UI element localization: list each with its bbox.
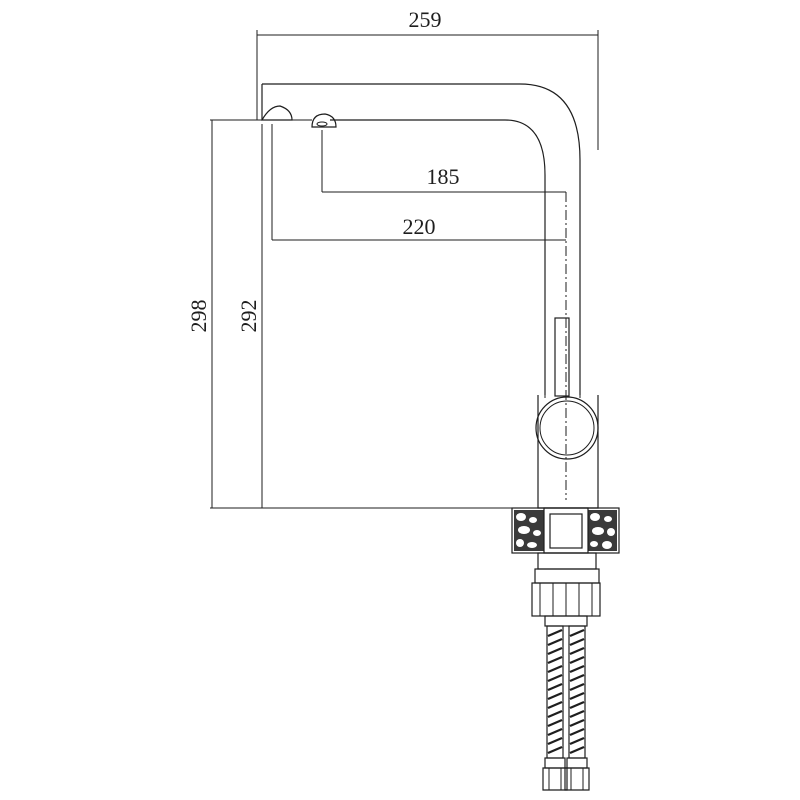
lever-knob (535, 396, 599, 460)
dim-heights: 298 292 (186, 119, 512, 509)
braid-strand (547, 727, 563, 737)
dim-reach-185: 185 (321, 130, 567, 500)
braid-strand (547, 745, 563, 755)
spout-outer (262, 83, 581, 395)
connector-nut-right (564, 767, 590, 791)
braid-strand (547, 664, 563, 674)
braid-strand (569, 655, 585, 665)
outlet-main (260, 105, 293, 121)
braid-strand (547, 691, 563, 701)
spout-inner (330, 119, 546, 395)
braid-strand (547, 628, 563, 638)
braid-strand (569, 664, 585, 674)
fixing-plate (534, 568, 600, 584)
spout (260, 83, 581, 395)
braid-strand (569, 673, 585, 683)
braid-strand (569, 727, 585, 737)
braid-strand (569, 736, 585, 746)
dim-label-298: 298 (186, 300, 211, 333)
braid-strand (569, 718, 585, 728)
countertop-hatch-right (588, 510, 617, 551)
dim-width-259: 259 (256, 7, 599, 150)
braid-strand (547, 673, 563, 683)
dim-label-259: 259 (409, 7, 442, 32)
braid-strand (547, 700, 563, 710)
braid-strand (569, 691, 585, 701)
countertop-section (511, 507, 620, 554)
hose-pipe (554, 317, 570, 397)
outlet-spray-hole (316, 121, 328, 127)
braid-strand (547, 637, 563, 647)
braid-strand (569, 637, 585, 647)
hose-connector (544, 615, 588, 627)
braid-strand (569, 628, 585, 638)
braid-strand (547, 736, 563, 746)
outlet-spray (311, 113, 337, 128)
braid-strand (547, 655, 563, 665)
countertop-hatch-left (514, 510, 544, 551)
connector-nut-left (542, 767, 568, 791)
mounting-nut (549, 513, 583, 549)
braid-strand (547, 682, 563, 692)
braid-strand (569, 682, 585, 692)
braid-strand (547, 646, 563, 656)
supply-hoses (542, 625, 590, 791)
dim-label-220: 220 (403, 214, 436, 239)
dim-label-185: 185 (427, 164, 460, 189)
braid-strand (569, 700, 585, 710)
dim-label-292: 292 (236, 300, 261, 333)
ferrule-left (544, 757, 566, 769)
fixing-washer (537, 552, 597, 570)
dim-reach-220: 220 (271, 124, 566, 241)
braid-strand (547, 709, 563, 719)
lever-knob-inner (539, 400, 595, 456)
braid-strand (569, 709, 585, 719)
braid-strand (569, 646, 585, 656)
braid-strand (569, 745, 585, 755)
braid-strand (547, 718, 563, 728)
hose-braiding (547, 628, 585, 755)
ferrule-right (566, 757, 588, 769)
under-counter-fittings (531, 552, 601, 627)
